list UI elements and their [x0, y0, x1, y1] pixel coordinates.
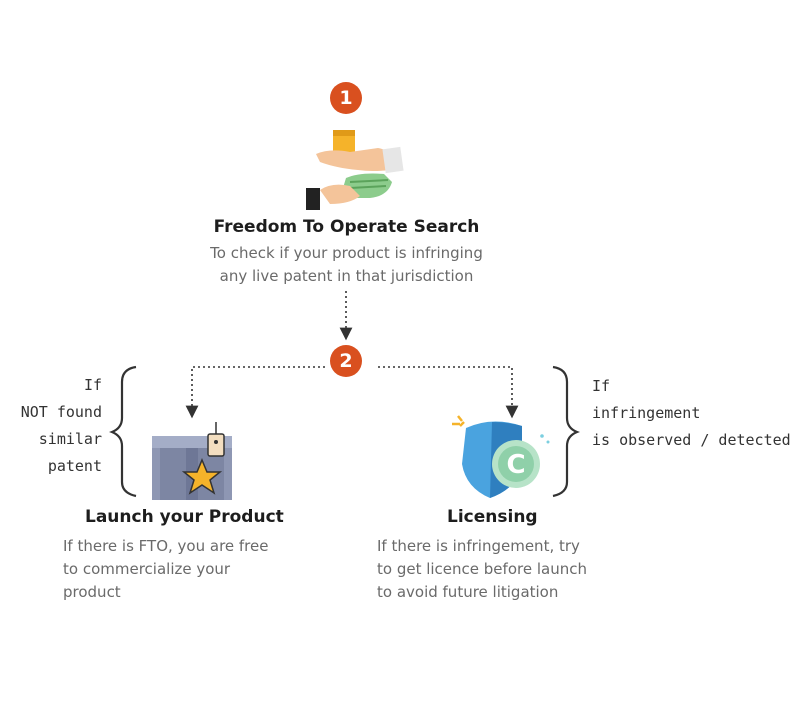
fto-title: Freedom To Operate Search	[213, 217, 480, 237]
licensing-description: If there is infringement, try to get lic…	[377, 537, 587, 601]
product-box-star-icon	[152, 422, 232, 500]
connector-step2-to-launch	[185, 366, 325, 419]
copyright-shield-icon: C	[452, 415, 550, 498]
connector-step2-to-licensing	[378, 366, 519, 419]
left-brace	[109, 365, 137, 498]
launch-description: If there is FTO, you are free to commerc…	[63, 537, 269, 601]
launch-title: Launch your Product	[85, 507, 284, 527]
fto-description: To check if your product is infringing a…	[210, 244, 483, 285]
svg-text:C: C	[506, 450, 525, 480]
condition-not-found: If NOT found similar patent	[20, 376, 102, 475]
step1-badge: 1	[330, 82, 362, 114]
step2-badge: 2	[330, 345, 362, 377]
licensing-title: Licensing	[447, 507, 538, 527]
right-brace	[552, 365, 580, 498]
hand-money-exchange-icon	[306, 130, 404, 210]
condition-infringement: If infringement is observed / detected	[592, 377, 791, 449]
